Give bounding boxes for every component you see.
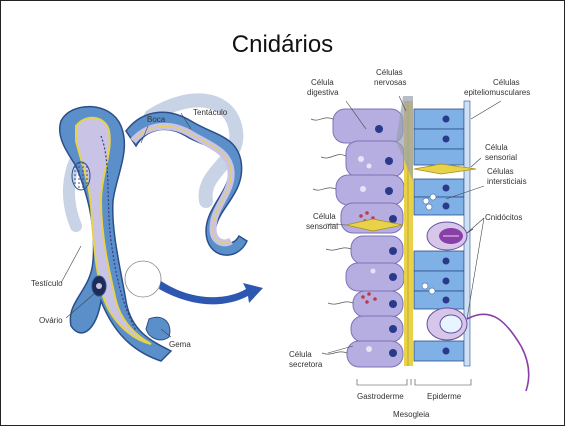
label-celula-sensorial-l1: Célula [313,212,336,221]
label-epiderme: Epiderme [427,392,462,401]
tissue-illustration [311,96,529,391]
label-celula-sensorial-l2: sensorial [306,222,338,231]
label-celula-sensorial-r2: sensorial [485,153,517,162]
label-celulas-intersticiais-1: Células [487,167,514,176]
label-gastroderme: Gastroderme [357,392,404,401]
hydra-illustration [60,100,247,361]
label-tentaculo: Tentáculo [193,108,228,117]
label-celulas-epitelio-2: epiteliomusculares [464,88,530,97]
label-celulas-epitelio-1: Células [493,78,520,87]
label-celula-secretora-1: Célula [289,350,312,359]
label-celula-digestiva-1: Célula [311,78,334,87]
label-celulas-nervosas-2: nervosas [374,78,406,87]
label-gema: Gema [169,340,191,349]
bud-shape [146,317,170,340]
label-cnidocitos: Cnidócitos [485,213,522,222]
label-celula-digestiva-2: digestiva [307,88,339,97]
label-celula-secretora-2: secretora [289,360,323,369]
label-mesogleia: Mesogleia [393,410,430,419]
label-celulas-nervosas-1: Células [376,68,403,77]
label-boca: Boca [147,115,166,124]
label-celula-sensorial-r1: Célula [485,143,508,152]
zoom-arrow [159,281,263,304]
label-ovario: Ovário [39,316,63,325]
label-celulas-intersticiais-2: intersticiais [487,177,527,186]
label-testiculo: Testículo [31,279,63,288]
gastrodermis-cells [311,109,404,367]
testis-shape [72,162,90,190]
